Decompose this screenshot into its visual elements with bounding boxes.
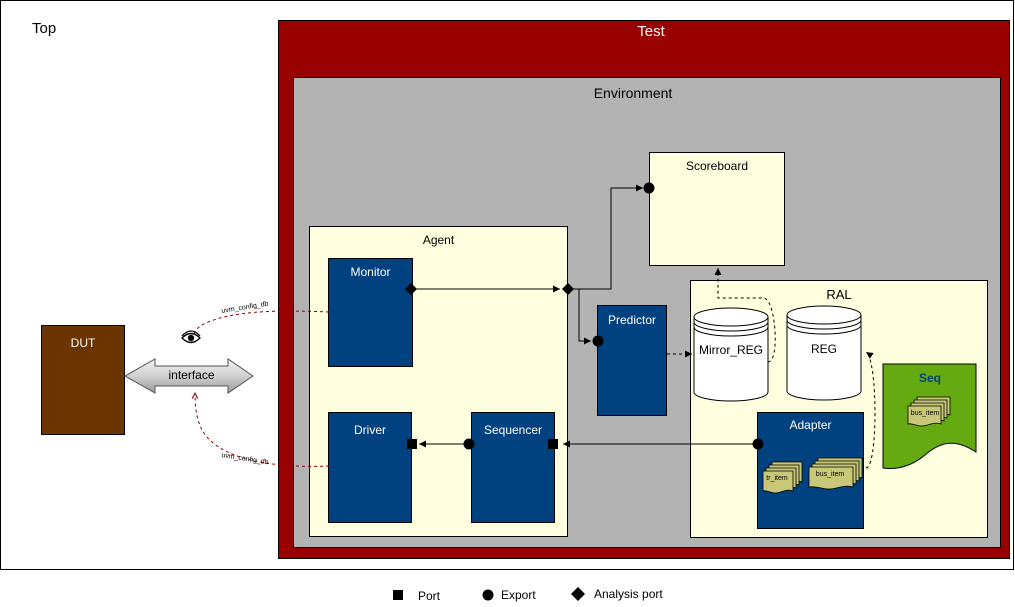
environment-label: Environment <box>593 85 673 101</box>
dut-label: DUT <box>70 336 96 350</box>
scoreboard-box <box>649 152 785 266</box>
sequencer-box <box>471 412 555 523</box>
seq-to-reg-line <box>865 351 876 469</box>
scoreboard-export <box>643 182 655 194</box>
driver-port <box>407 439 417 449</box>
driver-box <box>328 412 412 523</box>
monitor-analysis-port <box>405 283 417 295</box>
adapter-export <box>752 438 764 450</box>
seq-bus-item-stack <box>907 396 951 427</box>
top-label: Top <box>32 20 57 37</box>
mirror-reg-label: Mirror_REG <box>698 343 763 357</box>
dut-box <box>41 325 125 435</box>
monitor-box <box>328 258 413 367</box>
agent-to-scoreboard-line <box>568 184 643 290</box>
predictor-export <box>592 335 604 347</box>
legend-analysis-port-label: Analysis port <box>594 587 663 601</box>
scoreboard-label: Scoreboard <box>685 159 749 173</box>
legend-export-symbol <box>482 589 494 601</box>
seq-label: Seq <box>918 371 941 385</box>
reg-cylinder <box>786 305 862 401</box>
interface-arrow <box>123 358 254 394</box>
agent-to-predictor-line <box>568 288 591 345</box>
legend-port-symbol <box>393 590 403 600</box>
mirror-reg-cylinder <box>693 307 769 402</box>
interface-label: interface <box>168 368 215 382</box>
eye-icon <box>181 330 201 344</box>
sequencer-export <box>463 438 475 450</box>
ral-label: RAL <box>826 287 852 302</box>
tr-item-label: tr_item <box>766 475 788 482</box>
config-db-upper-link <box>194 310 330 342</box>
test-label: Test <box>637 23 665 40</box>
tr-item-stack <box>762 461 803 494</box>
adapter-label: Adapter <box>789 418 832 432</box>
sequencer-label: Sequencer <box>483 423 543 437</box>
agent-label: Agent <box>422 233 455 247</box>
legend-port-label: Port <box>418 589 441 603</box>
predictor-box <box>597 305 667 416</box>
seq-bus-item-label: bus_item <box>910 410 940 417</box>
agent-analysis-port <box>562 283 574 295</box>
predictor-label: Predictor <box>607 313 657 327</box>
adapter-bus-item-stack <box>808 457 863 490</box>
legend-export-label: Export <box>501 588 536 602</box>
mirror-to-scoreboard-line <box>714 268 776 363</box>
config-db-lower-link <box>195 393 330 467</box>
sequencer-port <box>548 439 558 449</box>
monitor-label: Monitor <box>350 265 391 279</box>
reg-label: REG <box>810 342 837 356</box>
driver-label: Driver <box>354 423 386 437</box>
adapter-bus-item-label: bus_item <box>815 471 845 478</box>
legend-analysis-port-symbol <box>571 587 585 601</box>
